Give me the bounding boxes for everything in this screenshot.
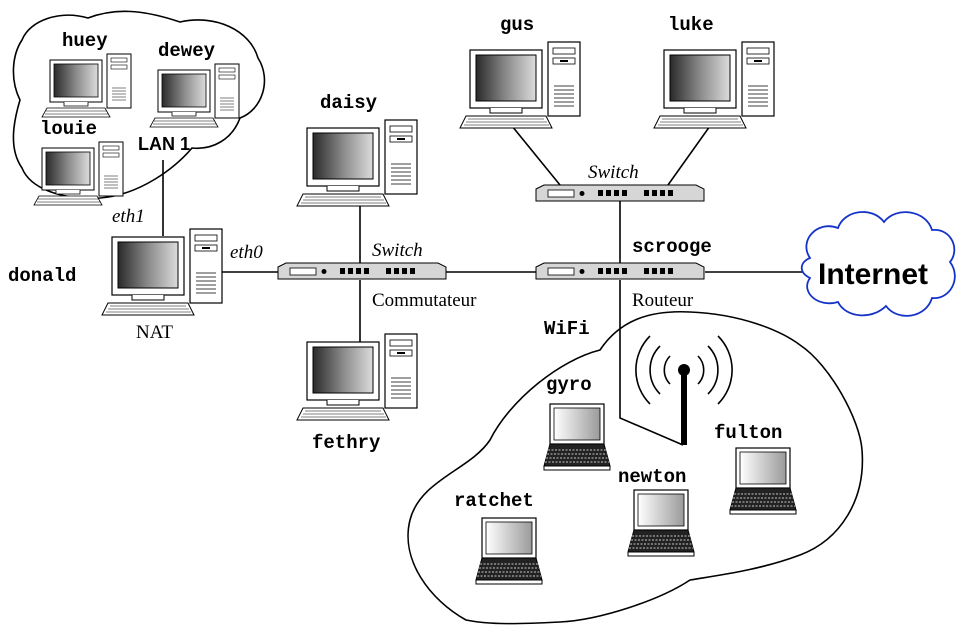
switch-top: Switch <box>535 162 705 202</box>
host-label-newton: newton <box>618 466 686 488</box>
link-switchtop-luke <box>667 125 711 186</box>
interface-label-eth1: eth1 <box>112 206 145 227</box>
switch-top-label: Switch <box>588 162 639 183</box>
nat-label: NAT <box>136 322 173 343</box>
host-label-louie: louie <box>40 118 97 140</box>
host-label-donald: donald <box>8 265 76 287</box>
host-label-gyro: gyro <box>546 374 592 396</box>
wifi-cloud-boundary <box>407 310 864 625</box>
desktop-computer-icon <box>296 333 418 421</box>
wifi-label: WiFi <box>544 318 590 340</box>
laptop-icon <box>627 489 695 557</box>
interface-label-eth0: eth0 <box>230 242 263 263</box>
network-switch-icon <box>535 184 705 202</box>
host-ratchet: ratchet <box>454 490 543 585</box>
host-label-ratchet: ratchet <box>454 490 534 512</box>
laptop-icon <box>543 403 611 471</box>
host-label-fethry: fethry <box>312 432 381 454</box>
link-router-antenna <box>619 280 684 446</box>
host-label-huey: huey <box>62 30 108 52</box>
internet-label: Internet <box>818 258 928 291</box>
host-label-daisy: daisy <box>320 92 378 114</box>
network-switch-icon <box>277 262 447 280</box>
link-switchtop-gus <box>511 125 561 186</box>
host-label-scrooge: scrooge <box>632 236 712 258</box>
desktop-computer-icon <box>101 228 223 316</box>
host-gus: gus <box>459 14 581 129</box>
desktop-computer-icon <box>149 63 240 128</box>
host-fethry: fethry <box>296 333 418 454</box>
host-louie: louie <box>33 118 124 206</box>
lan1-label: LAN 1 <box>138 134 190 154</box>
host-label-fulton: fulton <box>714 422 782 444</box>
switch-left-label: Switch <box>372 240 423 261</box>
host-label-luke: luke <box>668 14 714 36</box>
host-label-dewey: dewey <box>158 40 216 62</box>
host-newton: newton <box>618 466 695 557</box>
switch-commutateur: Switch Commutateur <box>277 240 477 311</box>
host-fulton: fulton <box>714 422 797 515</box>
lan1-cloud-boundary <box>12 10 266 199</box>
host-luke: luke <box>653 14 775 129</box>
laptop-icon <box>729 447 797 515</box>
laptop-icon <box>475 517 543 585</box>
host-huey: huey <box>41 30 132 118</box>
commutateur-label: Commutateur <box>372 290 477 311</box>
desktop-computer-icon <box>33 141 124 206</box>
host-donald: donald eth1 eth0 NAT <box>8 206 263 343</box>
routeur-label: Routeur <box>632 290 694 311</box>
host-gyro: gyro <box>543 374 611 471</box>
host-dewey: dewey <box>149 40 240 128</box>
desktop-computer-icon <box>653 41 775 129</box>
desktop-computer-icon <box>459 41 581 129</box>
network-links <box>162 125 805 446</box>
network-switch-icon <box>535 262 705 280</box>
desktop-computer-icon <box>296 119 418 207</box>
router-scrooge: scrooge Routeur <box>535 236 712 311</box>
desktop-computer-icon <box>41 53 132 118</box>
internet-cloud-icon <box>800 211 956 317</box>
host-daisy: daisy <box>296 92 418 207</box>
host-label-gus: gus <box>500 14 534 36</box>
wifi-antenna-icon <box>635 335 733 445</box>
